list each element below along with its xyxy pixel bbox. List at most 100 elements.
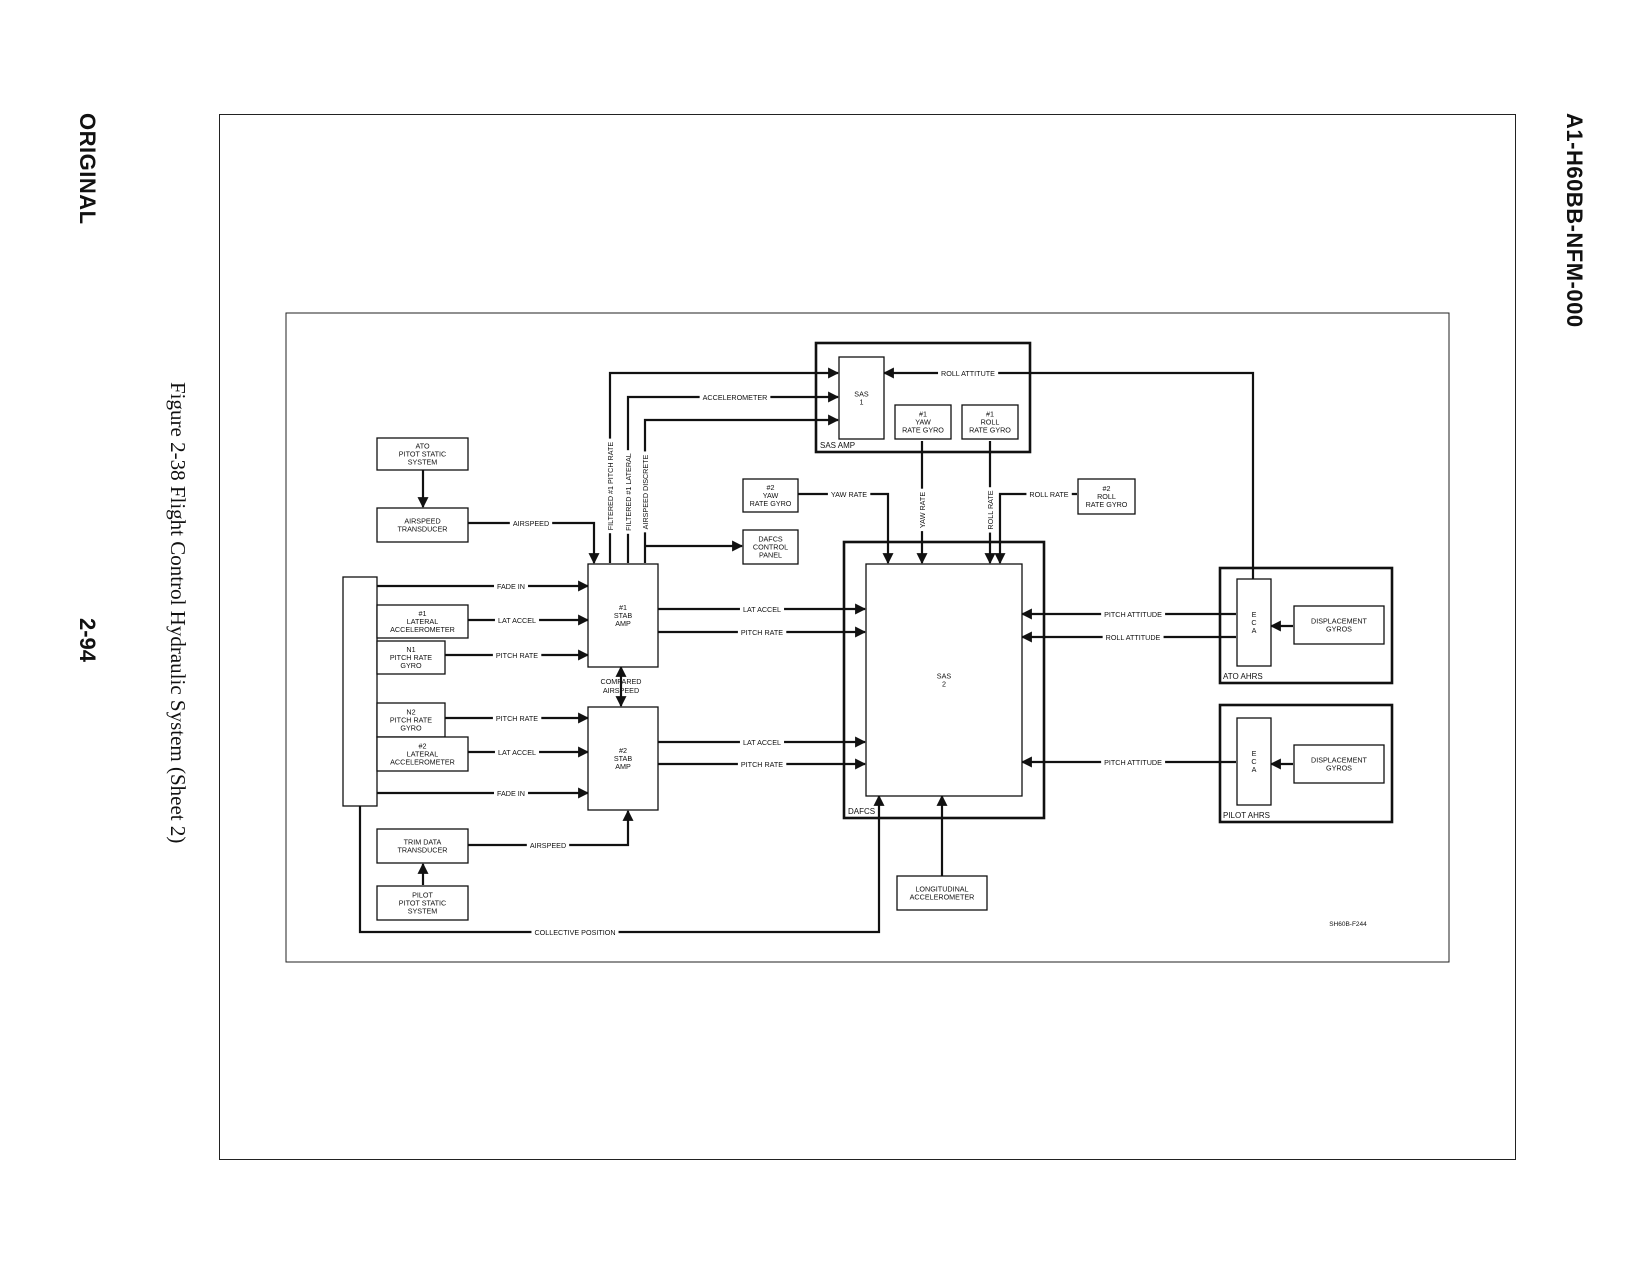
sas1-box <box>838 356 885 440</box>
lat-accel-1-label-line: #1 <box>419 609 427 618</box>
roll-attitude-label: ROLL ATTITUTE <box>941 369 995 378</box>
ato-roll-attitude-label: ROLL ATTITUDE <box>1106 633 1161 642</box>
label-background <box>938 368 999 379</box>
lat-accel-2-label-line: ACCELEROMETER <box>390 758 455 767</box>
pilot-pitot-label-line: PILOT <box>412 891 433 900</box>
label-background <box>985 487 996 533</box>
collective-position-line <box>358 794 885 934</box>
airspeed-line-bottom <box>468 809 634 847</box>
label-background <box>917 488 928 532</box>
ato-pitch-attitude-label: PITCH ATTITUDE <box>1104 610 1162 619</box>
roll-gyro-2-label-line: RATE GYRO <box>1086 500 1128 509</box>
sas-amp-group <box>814 341 1032 454</box>
pitch-gyro-n2-label-line: GYRO <box>400 724 422 733</box>
stab-amp-2-label-line: STAB <box>614 754 632 763</box>
yaw-gyro-2-label-line: #2 <box>767 483 775 492</box>
disp-gyros-ato-label-line: GYROS <box>1326 625 1352 634</box>
label-background <box>526 840 570 851</box>
sas1-label-line: 1 <box>860 398 864 407</box>
pilot-ahrs-label: PILOT AHRS <box>1223 811 1270 820</box>
lat-accel-2-label-line: #2 <box>419 742 427 751</box>
roll-rate-line-2 <box>994 492 1077 565</box>
lat-accel-1-label-line: LATERAL <box>407 617 438 626</box>
label-background <box>739 604 785 615</box>
label-background <box>1102 632 1164 643</box>
pitch-gyro-n2-label-line: N2 <box>406 708 415 717</box>
lat-accel-1-label-line: ACCELEROMETER <box>390 625 455 634</box>
amp2-pitch-rate-label: PITCH RATE <box>741 760 783 769</box>
sas-amp-label: SAS AMP <box>820 441 855 450</box>
label-background <box>509 518 553 529</box>
eca-pilot-label-line: E <box>1252 749 1257 758</box>
pitch-gyro-n1-label-line: PITCH RATE <box>390 653 432 662</box>
pitch-gyro-n1-label-line: GYRO <box>400 661 422 670</box>
ato-pitot-label-line: PITOT STATIC <box>399 450 446 459</box>
pitch-gyro-n1-box <box>376 640 446 675</box>
sas2-label-line: 2 <box>942 680 946 689</box>
yaw-gyro-1-label-line: YAW <box>915 418 931 427</box>
disp-gyros-pilot-label-line: GYROS <box>1326 764 1352 773</box>
stab-amp-2-label-line: #2 <box>619 746 627 755</box>
ato-ahrs-label: ATO AHRS <box>1223 672 1263 681</box>
dafcs-panel-label-line: DAFCS <box>758 535 783 544</box>
filtered-pitch-rate-label: FILTERED #1 PITCH RATE <box>606 442 615 531</box>
eca-pilot-label-line: C <box>1251 757 1256 766</box>
long-accel-box <box>896 875 988 911</box>
yaw-gyro-2-label-line: YAW <box>763 491 779 500</box>
stab-amp-2-box <box>587 706 659 811</box>
pilot-pitot-label-line: SYSTEM <box>408 907 438 916</box>
amp1-lat-accel-label: LAT ACCEL <box>743 605 781 614</box>
eca-ato-box <box>1236 578 1272 667</box>
lat-accel-label-bottom: LAT ACCEL <box>498 748 536 757</box>
collective-position-label: COLLECTIVE POSITION <box>534 928 615 937</box>
eca-pilot-label-line: A <box>1252 765 1257 774</box>
roll-gyro-1-label-line: #1 <box>986 410 994 419</box>
trim-transducer-label-line: TRANSDUCER <box>398 846 448 855</box>
label-background <box>699 392 771 403</box>
amp2-lat-accel-label: LAT ACCEL <box>743 738 781 747</box>
dafcs-panel-label-line: PANEL <box>759 551 782 560</box>
ato-pitot-box <box>376 437 469 471</box>
eca-ato-label-line: C <box>1251 618 1256 627</box>
compared-airspeed-label-2: AIRSPEED <box>603 686 639 695</box>
yaw-gyro-1-label-line: #1 <box>919 410 927 419</box>
label-background <box>737 627 787 638</box>
figure-code: SH60B-F244 <box>1329 921 1367 928</box>
dafcs-group <box>842 540 1046 820</box>
roll-gyro-1-box <box>961 404 1019 440</box>
roll-gyro-2-label-line: ROLL <box>1097 492 1116 501</box>
label-background <box>640 451 651 533</box>
trim-transducer-label-line: TRIM DATA <box>404 838 442 847</box>
pilot-pitch-attitude-label: PITCH ATTITUDE <box>1104 758 1162 767</box>
trim-transducer-box <box>376 828 469 864</box>
yaw-gyro-2-box <box>742 478 799 513</box>
label-background <box>531 927 619 938</box>
label-background <box>1101 757 1166 768</box>
pitch-rate-label-top: PITCH RATE <box>496 651 538 660</box>
label-background <box>623 450 634 534</box>
accelerometer-label: ACCELEROMETER <box>703 393 768 402</box>
airspeed-transducer-label-line: AIRSPEED <box>404 517 440 526</box>
lat-accel-label-top: LAT ACCEL <box>498 616 536 625</box>
sas2-label-line: SAS <box>937 672 952 681</box>
disp-gyros-pilot-label-line: DISPLACEMENT <box>1311 756 1368 765</box>
stab-amp-1-box <box>587 563 659 668</box>
airspeed-label-top: AIRSPEED <box>513 519 549 528</box>
label-background <box>494 615 540 626</box>
airspeed-transducer-label-line: TRANSDUCER <box>398 525 448 534</box>
label-background <box>605 438 616 534</box>
pitch-rate-label-bottom: PITCH RATE <box>496 714 538 723</box>
pilot-pitot-box <box>376 885 469 921</box>
fade-in-label-bottom: FADE IN <box>497 789 525 798</box>
pilot-pitot-label-line: PITOT STATIC <box>399 899 446 908</box>
roll-rate-label-v: ROLL RATE <box>986 490 995 529</box>
label-background <box>492 713 542 724</box>
roll-gyro-1-label-line: ROLL <box>981 418 1000 427</box>
ato-pitot-label-line: SYSTEM <box>408 458 438 467</box>
roll-gyro-2-box <box>1077 478 1136 515</box>
roll-gyro-1-label-line: RATE GYRO <box>969 426 1011 435</box>
sas2-box <box>865 563 1023 797</box>
eca-ato-label-line: A <box>1252 626 1257 635</box>
disp-gyros-pilot-box <box>1293 744 1385 784</box>
